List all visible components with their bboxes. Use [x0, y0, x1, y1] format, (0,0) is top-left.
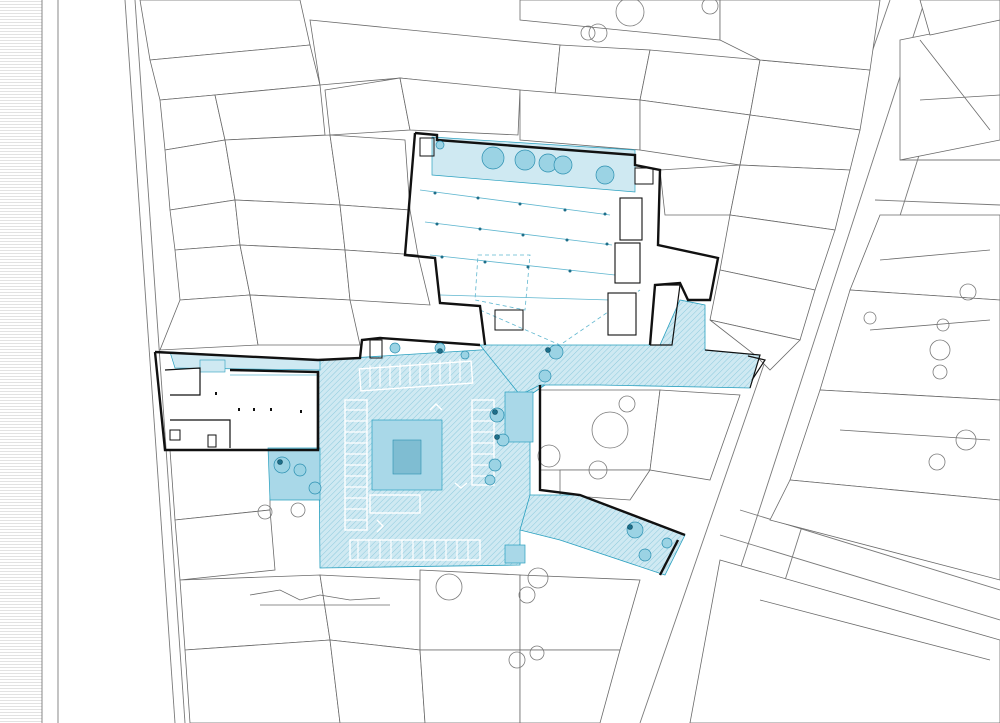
existing-trees	[257, 0, 977, 669]
parcel-lines	[249, 39, 1000, 661]
warehouse-interior	[199, 189, 643, 413]
direction-markers	[376, 403, 468, 533]
public-space	[169, 136, 761, 576]
surrounding-buildings	[139, 0, 1000, 723]
embankment-band	[0, 0, 59, 723]
planted-trees	[273, 140, 673, 562]
project-walls	[153, 131, 766, 576]
parking-stalls	[344, 359, 495, 561]
